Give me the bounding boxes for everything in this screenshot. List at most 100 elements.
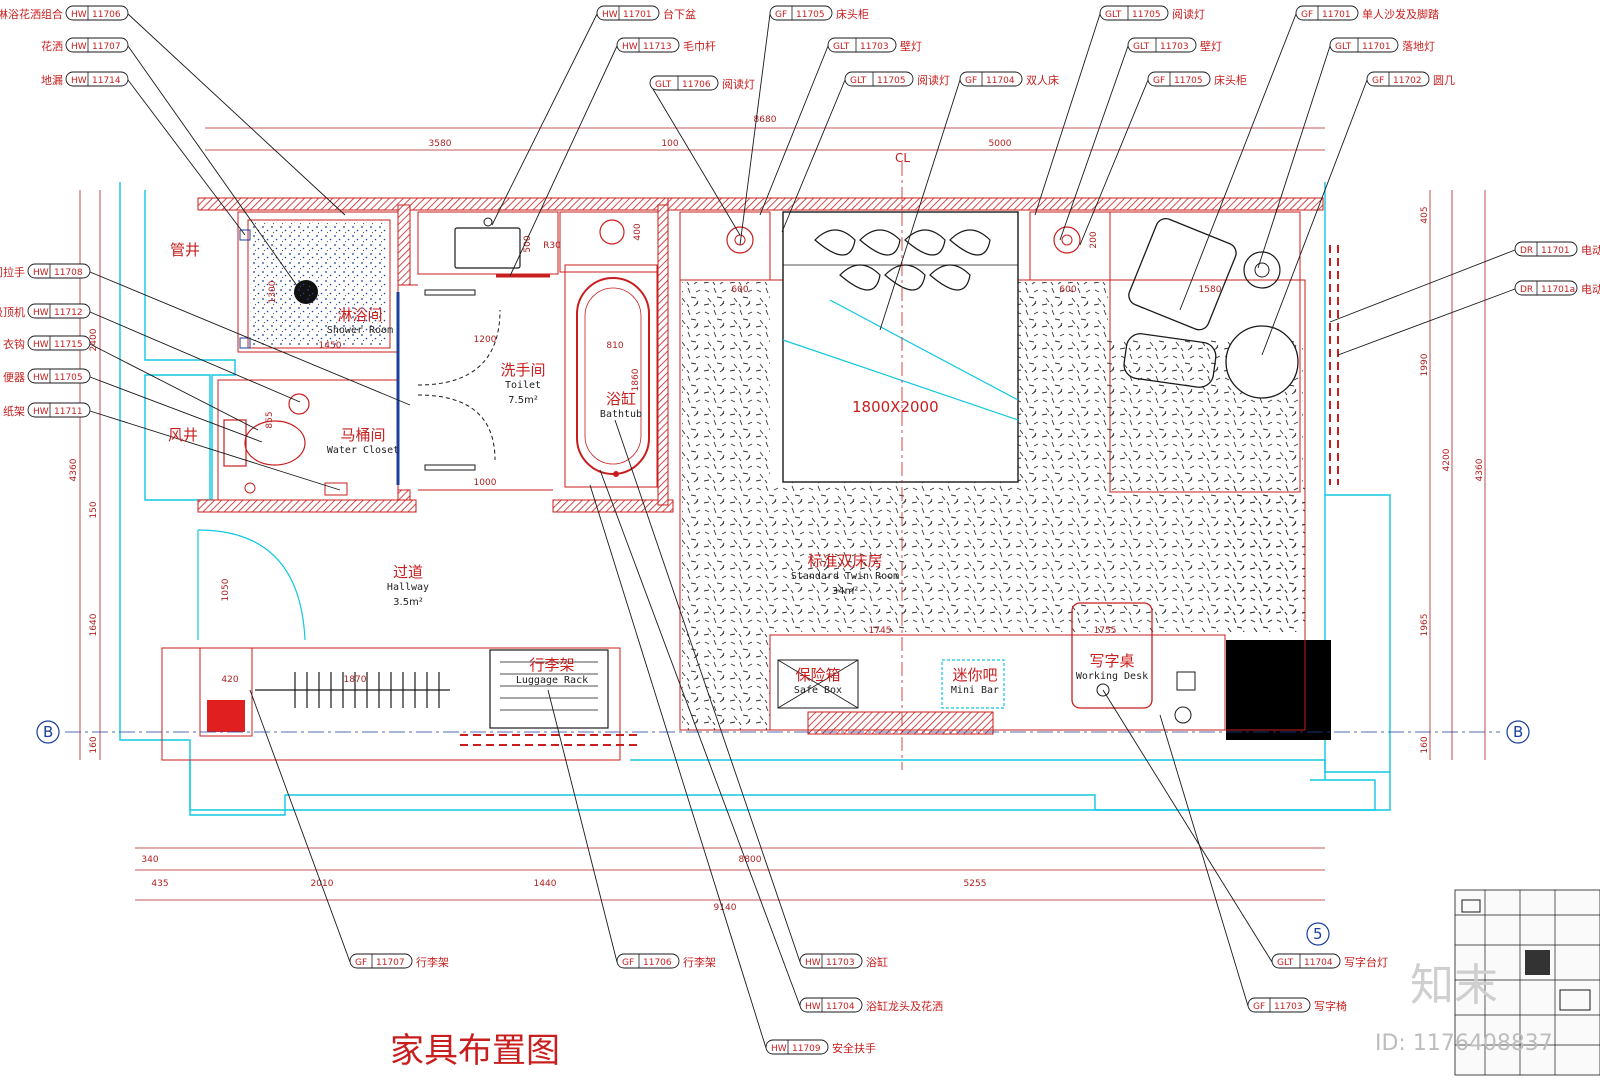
- annotation-tag: HW11708门拉手: [0, 263, 91, 279]
- tag-label: 阅读灯: [917, 73, 950, 87]
- tag-label: 壁灯: [1200, 39, 1222, 53]
- tag-code: DR: [1520, 246, 1533, 256]
- tag-label: 台下盆: [663, 7, 696, 21]
- dimension-label: 500: [523, 235, 533, 252]
- tag-frame: [1366, 71, 1430, 87]
- tag-number: 11705: [1132, 10, 1161, 20]
- tag-label: 双人床: [1026, 73, 1059, 87]
- tag-label: 壁灯: [900, 39, 922, 53]
- annotation-tag: HW11712吸顶机: [0, 303, 91, 319]
- dimension-label: 4200: [1442, 448, 1452, 471]
- desk-lamp-icon: [1174, 706, 1192, 724]
- tag-code: GF: [622, 958, 634, 968]
- axis-b-left-text: B: [43, 723, 53, 741]
- leader-line: [547, 689, 618, 963]
- dimension-label: 855: [265, 411, 275, 428]
- tag-label: 圆几: [1433, 74, 1455, 87]
- room-name-en: Standard Twin Room: [791, 571, 899, 582]
- dimension-label: 1965: [1420, 614, 1430, 637]
- room-name-cn: 行李架: [529, 656, 574, 674]
- tag-number: 11704: [986, 76, 1015, 86]
- tag-frame: [1147, 71, 1211, 87]
- fixtures: [197, 162, 1339, 770]
- leader-line: [127, 79, 246, 236]
- tag-frame: [1295, 5, 1359, 21]
- leader-line: [89, 376, 263, 443]
- leader-line: [1079, 79, 1149, 246]
- leader-line: [1337, 288, 1516, 356]
- leader-line: [1159, 714, 1249, 1007]
- tag-code: GLT: [655, 80, 672, 90]
- dimension-lines: [79, 127, 1486, 901]
- tag-number: 11705: [54, 373, 83, 383]
- tag-frame: [769, 5, 833, 21]
- armchair-icon: [1128, 217, 1237, 331]
- tag-number: 11711: [54, 407, 83, 417]
- room-name-en: Toilet: [505, 380, 541, 391]
- dimension-label: 150: [89, 501, 99, 518]
- dimension-label: 1000: [474, 478, 497, 488]
- dimension-label: 810: [606, 341, 623, 351]
- tag-code: GLT: [1277, 958, 1294, 968]
- leader-line: [1034, 13, 1101, 216]
- leader-line: [127, 13, 346, 216]
- tag-number: 11707: [376, 958, 405, 968]
- dimension-label: 400: [633, 223, 643, 240]
- leader-line: [491, 13, 598, 226]
- leader-line: [649, 83, 741, 236]
- leader-line: [89, 311, 301, 403]
- tag-label: 单人沙发及脚踏: [1362, 7, 1439, 21]
- room-label-shaft-pipe: 管井: [170, 241, 200, 259]
- tag-code: HW: [805, 1002, 821, 1012]
- tag-code: HW: [71, 10, 87, 20]
- annotation-tag: DR 11701 电动罗马帘: [1514, 241, 1600, 257]
- tag-frame: [65, 5, 129, 21]
- tag-number: 11713: [643, 42, 672, 52]
- room-name-cn: 风井: [168, 426, 198, 444]
- dimension-label: 200: [1089, 231, 1099, 248]
- tag-number: 11704: [1304, 958, 1333, 968]
- room-name-cn: 迷你吧: [952, 666, 997, 684]
- leader-line: [879, 79, 961, 331]
- tag-frame: [27, 335, 91, 351]
- tag-code: GLT: [1133, 42, 1150, 52]
- room-name-en: Hallway: [387, 582, 429, 593]
- tag-number: 11708: [54, 268, 83, 278]
- leader-line: [1059, 45, 1129, 241]
- axis-marker-b-right: B: [1506, 720, 1530, 744]
- room-name-en: Water Closet: [327, 445, 399, 456]
- tag-code: GLT: [1335, 42, 1352, 52]
- tag-frame: [616, 37, 680, 53]
- dimension-label: 1450: [319, 341, 342, 351]
- dimension-label: 1755: [1094, 626, 1117, 636]
- leader-line: [1261, 79, 1368, 356]
- tag-number: 11701: [1541, 246, 1570, 256]
- room-area: 34m²: [832, 586, 858, 597]
- leader-line: [127, 45, 301, 291]
- tag-label: 毛巾杆: [683, 39, 716, 53]
- dimension-label: 3580: [429, 139, 452, 149]
- tag-label: 电动罗马帘: [1581, 243, 1600, 257]
- tag-frame: [616, 953, 680, 969]
- tag-number: 11703: [826, 958, 855, 968]
- tag-label: 写字椅: [1314, 999, 1347, 1013]
- dimension-label: 420: [221, 675, 238, 685]
- tag-frame: [827, 37, 897, 53]
- tag-number: 11715: [54, 340, 83, 350]
- tag-frame: [65, 37, 129, 53]
- safe-box-icon: [777, 659, 859, 709]
- tag-label: 地漏: [41, 74, 63, 87]
- tag-label: 落地灯: [1402, 40, 1435, 53]
- leader-line: [1329, 249, 1516, 323]
